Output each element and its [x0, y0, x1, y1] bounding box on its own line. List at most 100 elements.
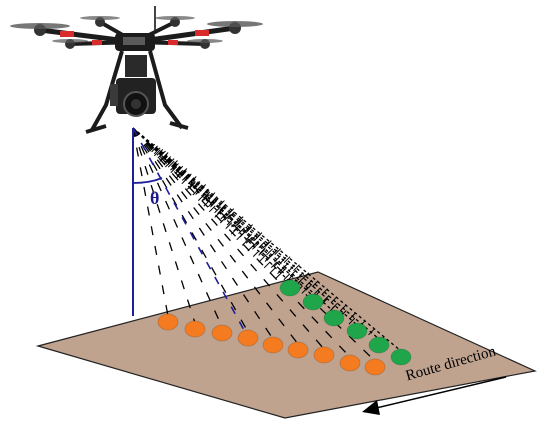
- scan-line: [132, 127, 376, 362]
- scan-tick: [151, 145, 158, 153]
- scan-tick: [311, 280, 319, 288]
- scan-tick: [330, 296, 338, 304]
- scan-tick: [167, 160, 175, 168]
- scan-tick: [189, 182, 196, 189]
- scan-tick: [214, 206, 221, 214]
- scan-tick: [153, 147, 161, 155]
- scan-tick: [263, 261, 271, 269]
- scan-tick: [172, 163, 179, 170]
- scan-tick: [241, 239, 249, 246]
- scan-tick: [293, 264, 300, 272]
- scan-tick: [270, 261, 278, 268]
- scan-tick: [199, 184, 207, 191]
- scan-line: [132, 127, 380, 340]
- scan-tick: [219, 203, 227, 211]
- footprint-green: [346, 322, 368, 340]
- scan-tick: [188, 180, 196, 188]
- scan-tick: [252, 240, 259, 248]
- scan-tick: [160, 154, 168, 161]
- footprint-orange: [262, 336, 284, 354]
- footprint-green: [302, 293, 324, 311]
- scan-tick: [207, 200, 215, 208]
- scan-tick: [283, 273, 291, 281]
- scan-tick: [208, 205, 216, 213]
- scan-tick: [181, 174, 189, 181]
- scan-tick: [217, 207, 224, 215]
- scan-tick: [210, 196, 218, 203]
- scan-tick: [368, 328, 375, 336]
- scan-tick: [287, 273, 295, 281]
- scan-tick: [247, 244, 255, 252]
- scan-tick: [176, 169, 184, 177]
- footprint-orange: [287, 341, 309, 359]
- scan-tick: [197, 194, 205, 201]
- scan-tick: [274, 248, 282, 256]
- scan-tick: [258, 241, 266, 249]
- scan-tick: [231, 220, 238, 228]
- scan-tick: [305, 284, 313, 291]
- angle-arc: [132, 177, 163, 184]
- scan-tick: [187, 177, 195, 185]
- arrow-left-icon: [362, 376, 507, 415]
- angle-label: θ: [150, 188, 160, 208]
- footprint-orange: [157, 313, 179, 331]
- scan-tick: [340, 304, 347, 312]
- scan-tick: [148, 143, 156, 151]
- scan-tick: [349, 312, 357, 320]
- scan-line: [132, 127, 299, 345]
- scan-tick: [226, 218, 234, 226]
- scan-tick: [219, 216, 227, 224]
- scan-tick: [203, 191, 211, 199]
- scan-tick: [228, 211, 235, 219]
- scan-tick: [246, 224, 253, 231]
- scan-tick: [214, 211, 222, 218]
- scan-tick: [301, 287, 309, 294]
- scan-tick: [245, 233, 252, 241]
- scan-tick: [296, 272, 304, 279]
- scan-line: [132, 127, 351, 358]
- footprint-orange: [211, 324, 233, 342]
- scan-tick: [273, 260, 281, 268]
- scan-tick: [220, 212, 228, 220]
- scan-tick: [269, 267, 277, 274]
- scan-tick: [271, 249, 278, 257]
- scan-tick: [202, 188, 209, 196]
- scan-tick: [348, 317, 356, 325]
- scan-tick: [203, 193, 210, 201]
- scan-tick: [153, 149, 161, 157]
- drone-icon: [10, 6, 263, 134]
- footprint-orange: [364, 358, 386, 376]
- scan-tick: [281, 262, 289, 270]
- scan-tick: [227, 208, 235, 215]
- scan-tick: [170, 166, 178, 173]
- footprints: [157, 279, 412, 376]
- scan-tick: [189, 176, 197, 183]
- scan-tick: [170, 163, 177, 171]
- scan-tick: [167, 158, 175, 165]
- footprint-green: [279, 279, 301, 297]
- scan-tick: [203, 199, 211, 207]
- scan-line: [132, 127, 223, 328]
- scan-tick: [250, 234, 258, 241]
- ground-plane: [35, 271, 537, 419]
- footprint-green: [390, 348, 412, 366]
- scan-tick: [192, 188, 200, 196]
- scan-tick: [305, 279, 313, 287]
- scan-tick: [288, 264, 296, 272]
- scan-tick: [279, 257, 287, 264]
- scan-lines: [132, 127, 402, 362]
- scan-tick: [176, 165, 184, 173]
- scan-line: [132, 127, 325, 350]
- scan-tick: [252, 242, 259, 250]
- footprint-orange: [339, 354, 361, 372]
- scan-line: [132, 127, 196, 324]
- scan-tick: [245, 236, 253, 244]
- scan-tick: [211, 198, 219, 206]
- scan-tick: [193, 181, 201, 188]
- scan-tick: [283, 256, 291, 264]
- scan-tick: [195, 184, 203, 192]
- footprint-orange: [313, 346, 335, 364]
- scan-tick: [236, 216, 244, 223]
